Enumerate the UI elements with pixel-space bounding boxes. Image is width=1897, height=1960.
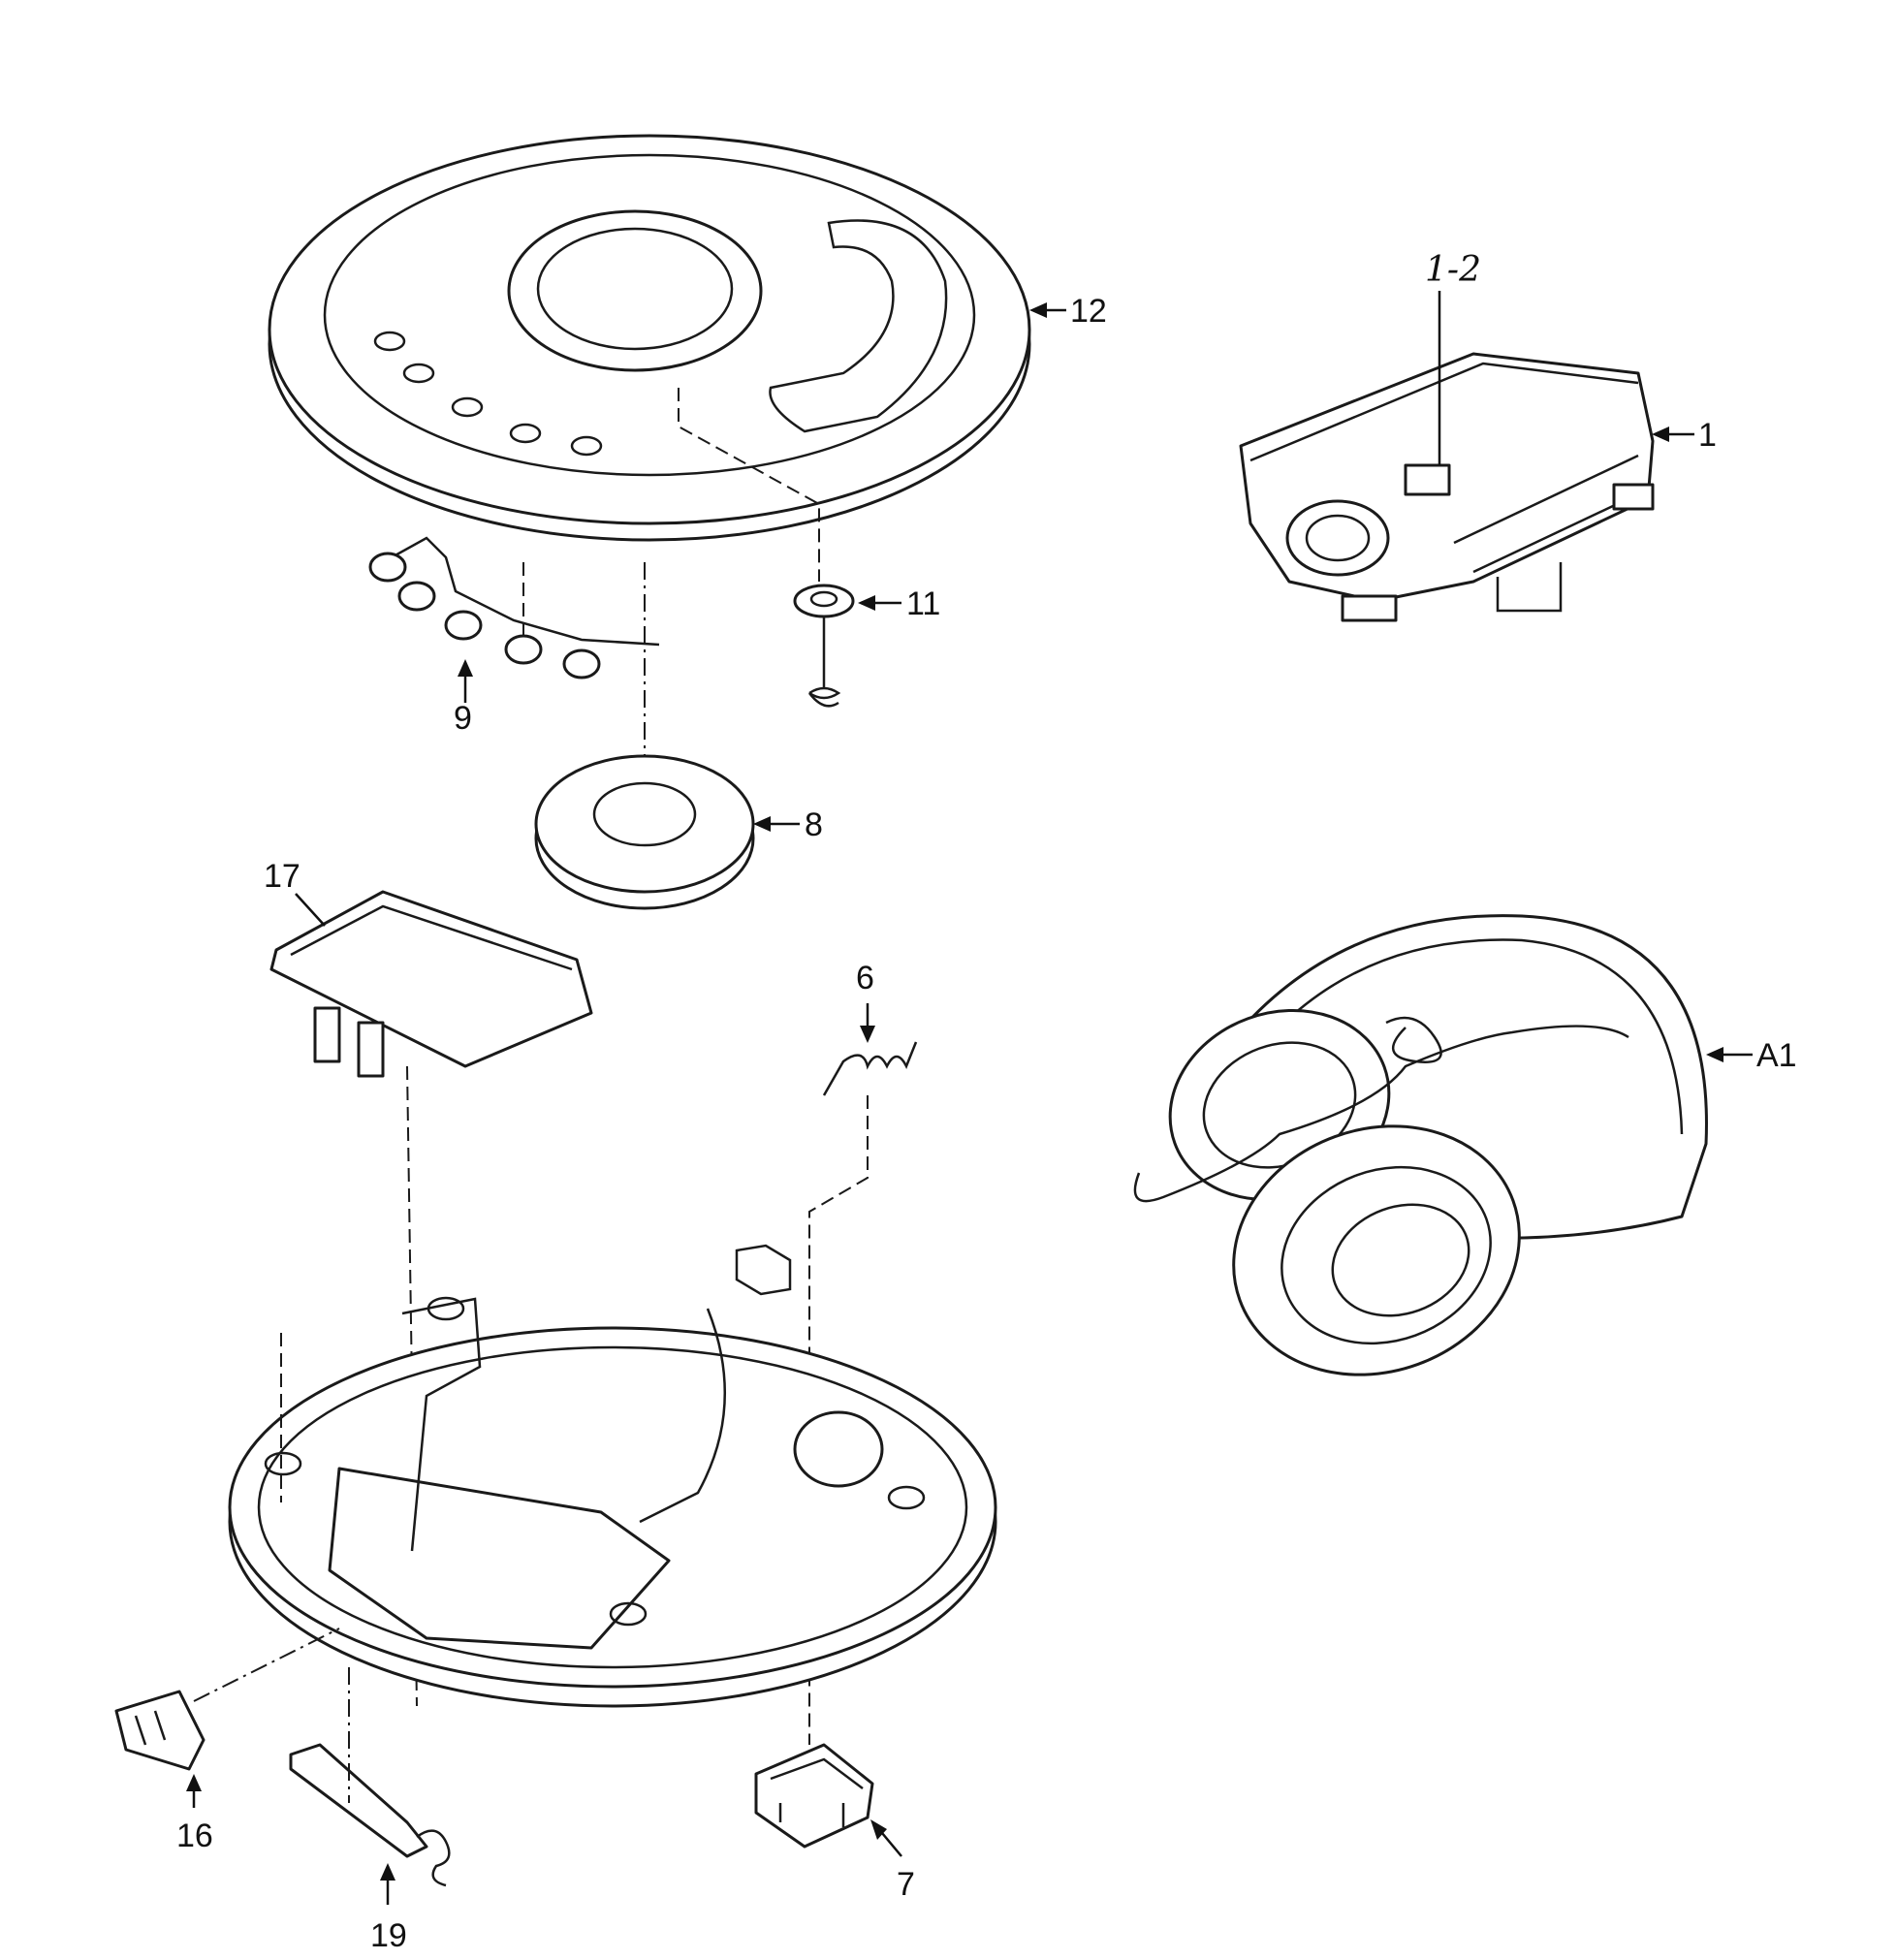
button-set-part xyxy=(368,536,660,814)
slide-switch-part xyxy=(754,1743,874,1849)
label-1-2: 1-2 xyxy=(1425,250,1481,290)
label-9: 9 xyxy=(454,700,472,737)
label-1: 1 xyxy=(1698,417,1717,454)
plate-callout: 17 xyxy=(264,858,326,927)
label-8: 8 xyxy=(805,806,823,843)
label-19: 19 xyxy=(370,1917,407,1954)
headphones-part xyxy=(1133,914,1708,1376)
pickup-callout: 1 1-2 xyxy=(1425,250,1717,454)
label-A1: A1 xyxy=(1756,1037,1797,1074)
label-7: 7 xyxy=(897,1866,915,1903)
knob-callout: 16 xyxy=(176,1774,213,1854)
side-knob-part xyxy=(114,1628,340,1771)
optical-pickup-part xyxy=(1239,291,1655,622)
slide-lever-part xyxy=(289,1667,451,1887)
spring-callout: 6 xyxy=(856,960,875,1043)
cover-callout: 12 xyxy=(1029,293,1107,330)
headphones-callout: A1 xyxy=(1706,1037,1797,1074)
spring-washer-part xyxy=(793,584,855,708)
bottom-case-part xyxy=(228,1244,997,1708)
buttons-callout: 9 xyxy=(454,659,473,737)
lever-callout: 19 xyxy=(370,1863,407,1954)
washer-callout: 11 xyxy=(858,585,940,622)
label-17: 17 xyxy=(264,858,300,895)
disc-holder-part xyxy=(534,754,755,910)
label-6: 6 xyxy=(856,960,874,996)
label-11: 11 xyxy=(906,585,940,622)
top-cover-part xyxy=(268,134,1031,582)
switch-callout: 7 xyxy=(870,1819,915,1903)
label-16: 16 xyxy=(176,1818,213,1854)
label-12: 12 xyxy=(1070,293,1107,330)
disc-holder-callout: 8 xyxy=(753,806,823,843)
